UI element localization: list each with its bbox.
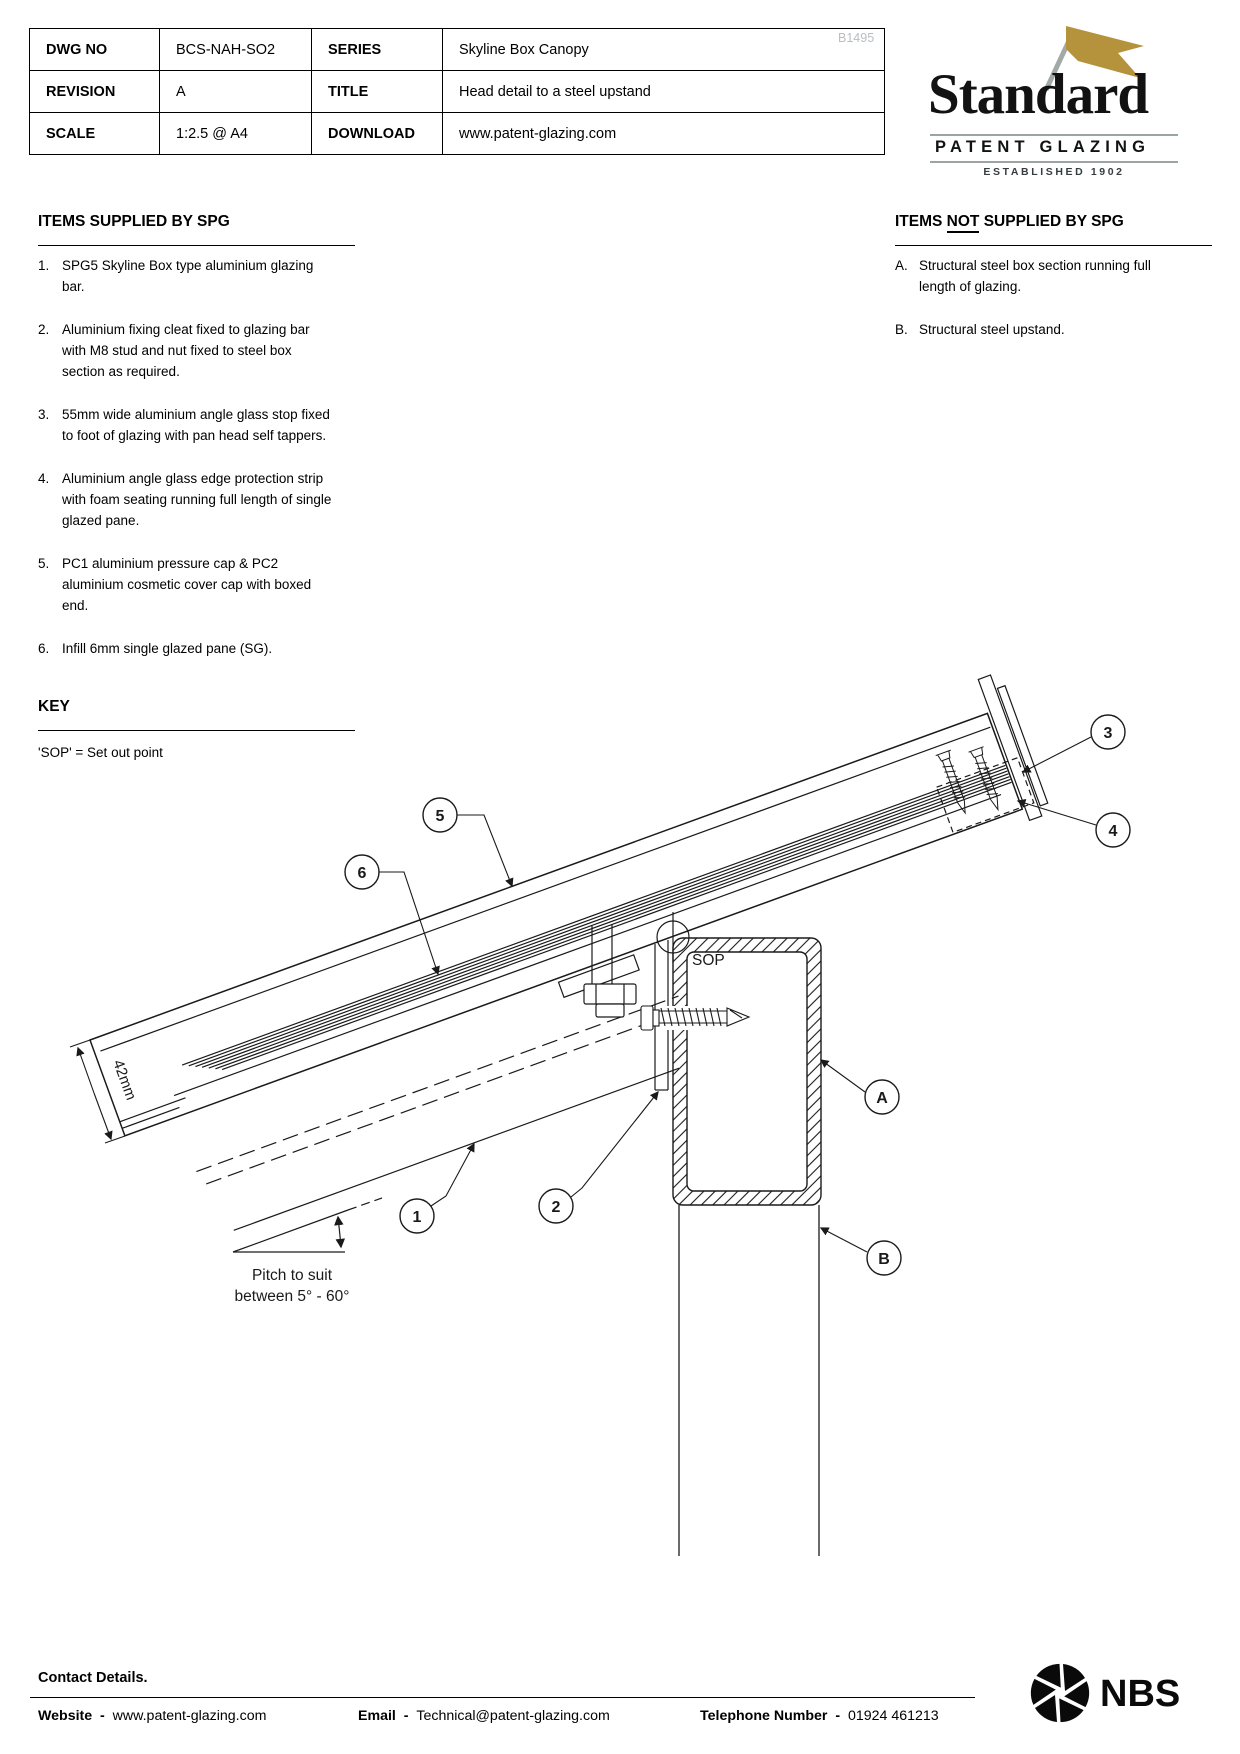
nbs-logo: NBS (1030, 1663, 1180, 1723)
revision-label: REVISION (29, 70, 160, 113)
list-item: 1.SPG5 Skyline Box type aluminium glazin… (38, 258, 314, 294)
balloon-A: A (864, 1079, 900, 1115)
balloon-2: 2 (538, 1188, 574, 1224)
list-item: A.Structural steel box section running f… (895, 258, 1151, 294)
series-value: Skyline Box Canopy (442, 28, 885, 71)
items-not-supplied-rule (895, 245, 1212, 246)
series-label: SERIES (311, 28, 443, 71)
svg-text:2: 2 (552, 1199, 561, 1216)
scale-value: 1:2.5 @ A4 (159, 112, 312, 155)
detail-drawing: 42mm (69, 674, 1131, 1556)
key-note: 'SOP' = Set out point (38, 745, 163, 760)
glass-stop-angle (977, 674, 1043, 822)
svg-text:B: B (878, 1251, 890, 1268)
svg-text:1: 1 (413, 1209, 422, 1226)
balloon-3: 3 (1090, 714, 1126, 750)
list-item: B.Structural steel upstand. (895, 322, 1065, 337)
website-value: www.patent-glazing.com (112, 1708, 267, 1724)
footer-rule (30, 1697, 975, 1698)
balloon-5: 5 (422, 797, 458, 833)
logo-wordmark: Standard (928, 63, 1149, 126)
flag-icon (1043, 26, 1144, 92)
sop-marker: SOP (656, 912, 725, 969)
revision-value: A (159, 70, 312, 113)
self-drilling-screw (640, 1005, 751, 1031)
balloon-B: B (866, 1240, 902, 1276)
nbs-flower-icon (1030, 1663, 1090, 1723)
42mm-dimension: 42mm (69, 1039, 139, 1144)
self-tapper-screw (968, 746, 999, 812)
email-label: Email (358, 1708, 396, 1724)
balloon-1: 1 (399, 1198, 435, 1234)
contact-details-heading: Contact Details. (38, 1670, 148, 1686)
edge-protection-strip (996, 684, 1049, 807)
logo-established: ESTABLISHED 1902 (983, 166, 1125, 178)
logo-rule-bottom (930, 161, 1178, 163)
items-not-supplied-heading: ITEMS NOT SUPPLIED BY SPG (895, 213, 1225, 233)
glass-pane-lines (181, 764, 1012, 1071)
svg-text:5: 5 (436, 808, 445, 825)
website-label: Website (38, 1708, 93, 1724)
logo-rule-top (930, 134, 1178, 136)
underlined-not: NOT (946, 213, 980, 233)
callout-balloons: 1 2 3 4 5 6 A B (344, 714, 1131, 1276)
pitch-indicator: Pitch to suit between 5° - 60° (232, 1197, 383, 1305)
glazing-bar-body-lines (196, 995, 680, 1231)
key-heading: KEY (38, 698, 70, 715)
items-supplied-list: ITEMS SUPPLIED BY SPG 1.SPG5 Skyline Box… (38, 213, 355, 681)
email-value: Technical@patent-glazing.com (416, 1708, 610, 1724)
title-label: TITLE (311, 70, 443, 113)
company-logo: Standard PATENT GLAZING ESTABLISHED 1902 (928, 22, 1180, 178)
list-item: 2.Aluminium fixing cleat fixed to glazin… (38, 322, 310, 379)
steel-box-section (672, 937, 822, 1206)
title-value: Head detail to a steel upstand (442, 70, 885, 113)
glazing-bar-assembly (89, 674, 1049, 1231)
sheet-number-watermark: B1495 (838, 31, 875, 45)
svg-text:6: 6 (358, 865, 367, 882)
key-rule (38, 730, 355, 731)
callout-leaders (379, 736, 1097, 1253)
items-not-supplied-list: ITEMS NOT SUPPLIED BY SPG A.Structural s… (895, 213, 1225, 362)
pitch-note-line1: Pitch to suit (252, 1267, 333, 1284)
hidden-angle-foot (935, 757, 1035, 834)
dwg-no-value: BCS-NAH-SO2 (159, 28, 312, 71)
self-tapper-screw (935, 749, 966, 815)
download-label: DOWNLOAD (311, 112, 443, 155)
svg-text:3: 3 (1104, 725, 1113, 742)
download-value: www.patent-glazing.com (442, 112, 885, 155)
list-item: 6.Infill 6mm single glazed pane (SG). (38, 641, 273, 656)
title-block: DWG NO BCS-NAH-SO2 SERIES Skyline Box Ca… (29, 28, 885, 155)
m8-stud-and-nut (583, 924, 637, 1018)
logo-tagline: PATENT GLAZING (935, 138, 1151, 156)
pitch-note-line2: between 5° - 60° (235, 1288, 350, 1305)
items-supplied-rule (38, 245, 355, 246)
list-item: 4.Aluminium angle glass edge protection … (38, 471, 332, 528)
dimension-text: 42mm (109, 1058, 139, 1103)
key-section: KEY 'SOP' = Set out point (38, 698, 438, 760)
balloon-6: 6 (344, 854, 380, 890)
svg-text:A: A (876, 1090, 888, 1107)
pressure-cap-outline (89, 712, 1024, 1137)
phone-value: 01924 461213 (847, 1708, 939, 1724)
list-item: 3.55mm wide aluminium angle glass stop f… (38, 407, 330, 443)
scale-label: SCALE (29, 112, 160, 155)
dwg-no-label: DWG NO (29, 28, 160, 71)
svg-text:4: 4 (1109, 823, 1118, 840)
balloon-4: 4 (1095, 812, 1131, 848)
list-item: 5.PC1 aluminium pressure cap & PC2 alumi… (38, 556, 312, 613)
steel-upstand (678, 1205, 820, 1556)
sop-label: SOP (692, 952, 725, 969)
nbs-wordmark: NBS (1100, 1673, 1180, 1715)
items-supplied-heading: ITEMS SUPPLIED BY SPG (38, 213, 230, 230)
phone-label: Telephone Number (700, 1708, 828, 1724)
